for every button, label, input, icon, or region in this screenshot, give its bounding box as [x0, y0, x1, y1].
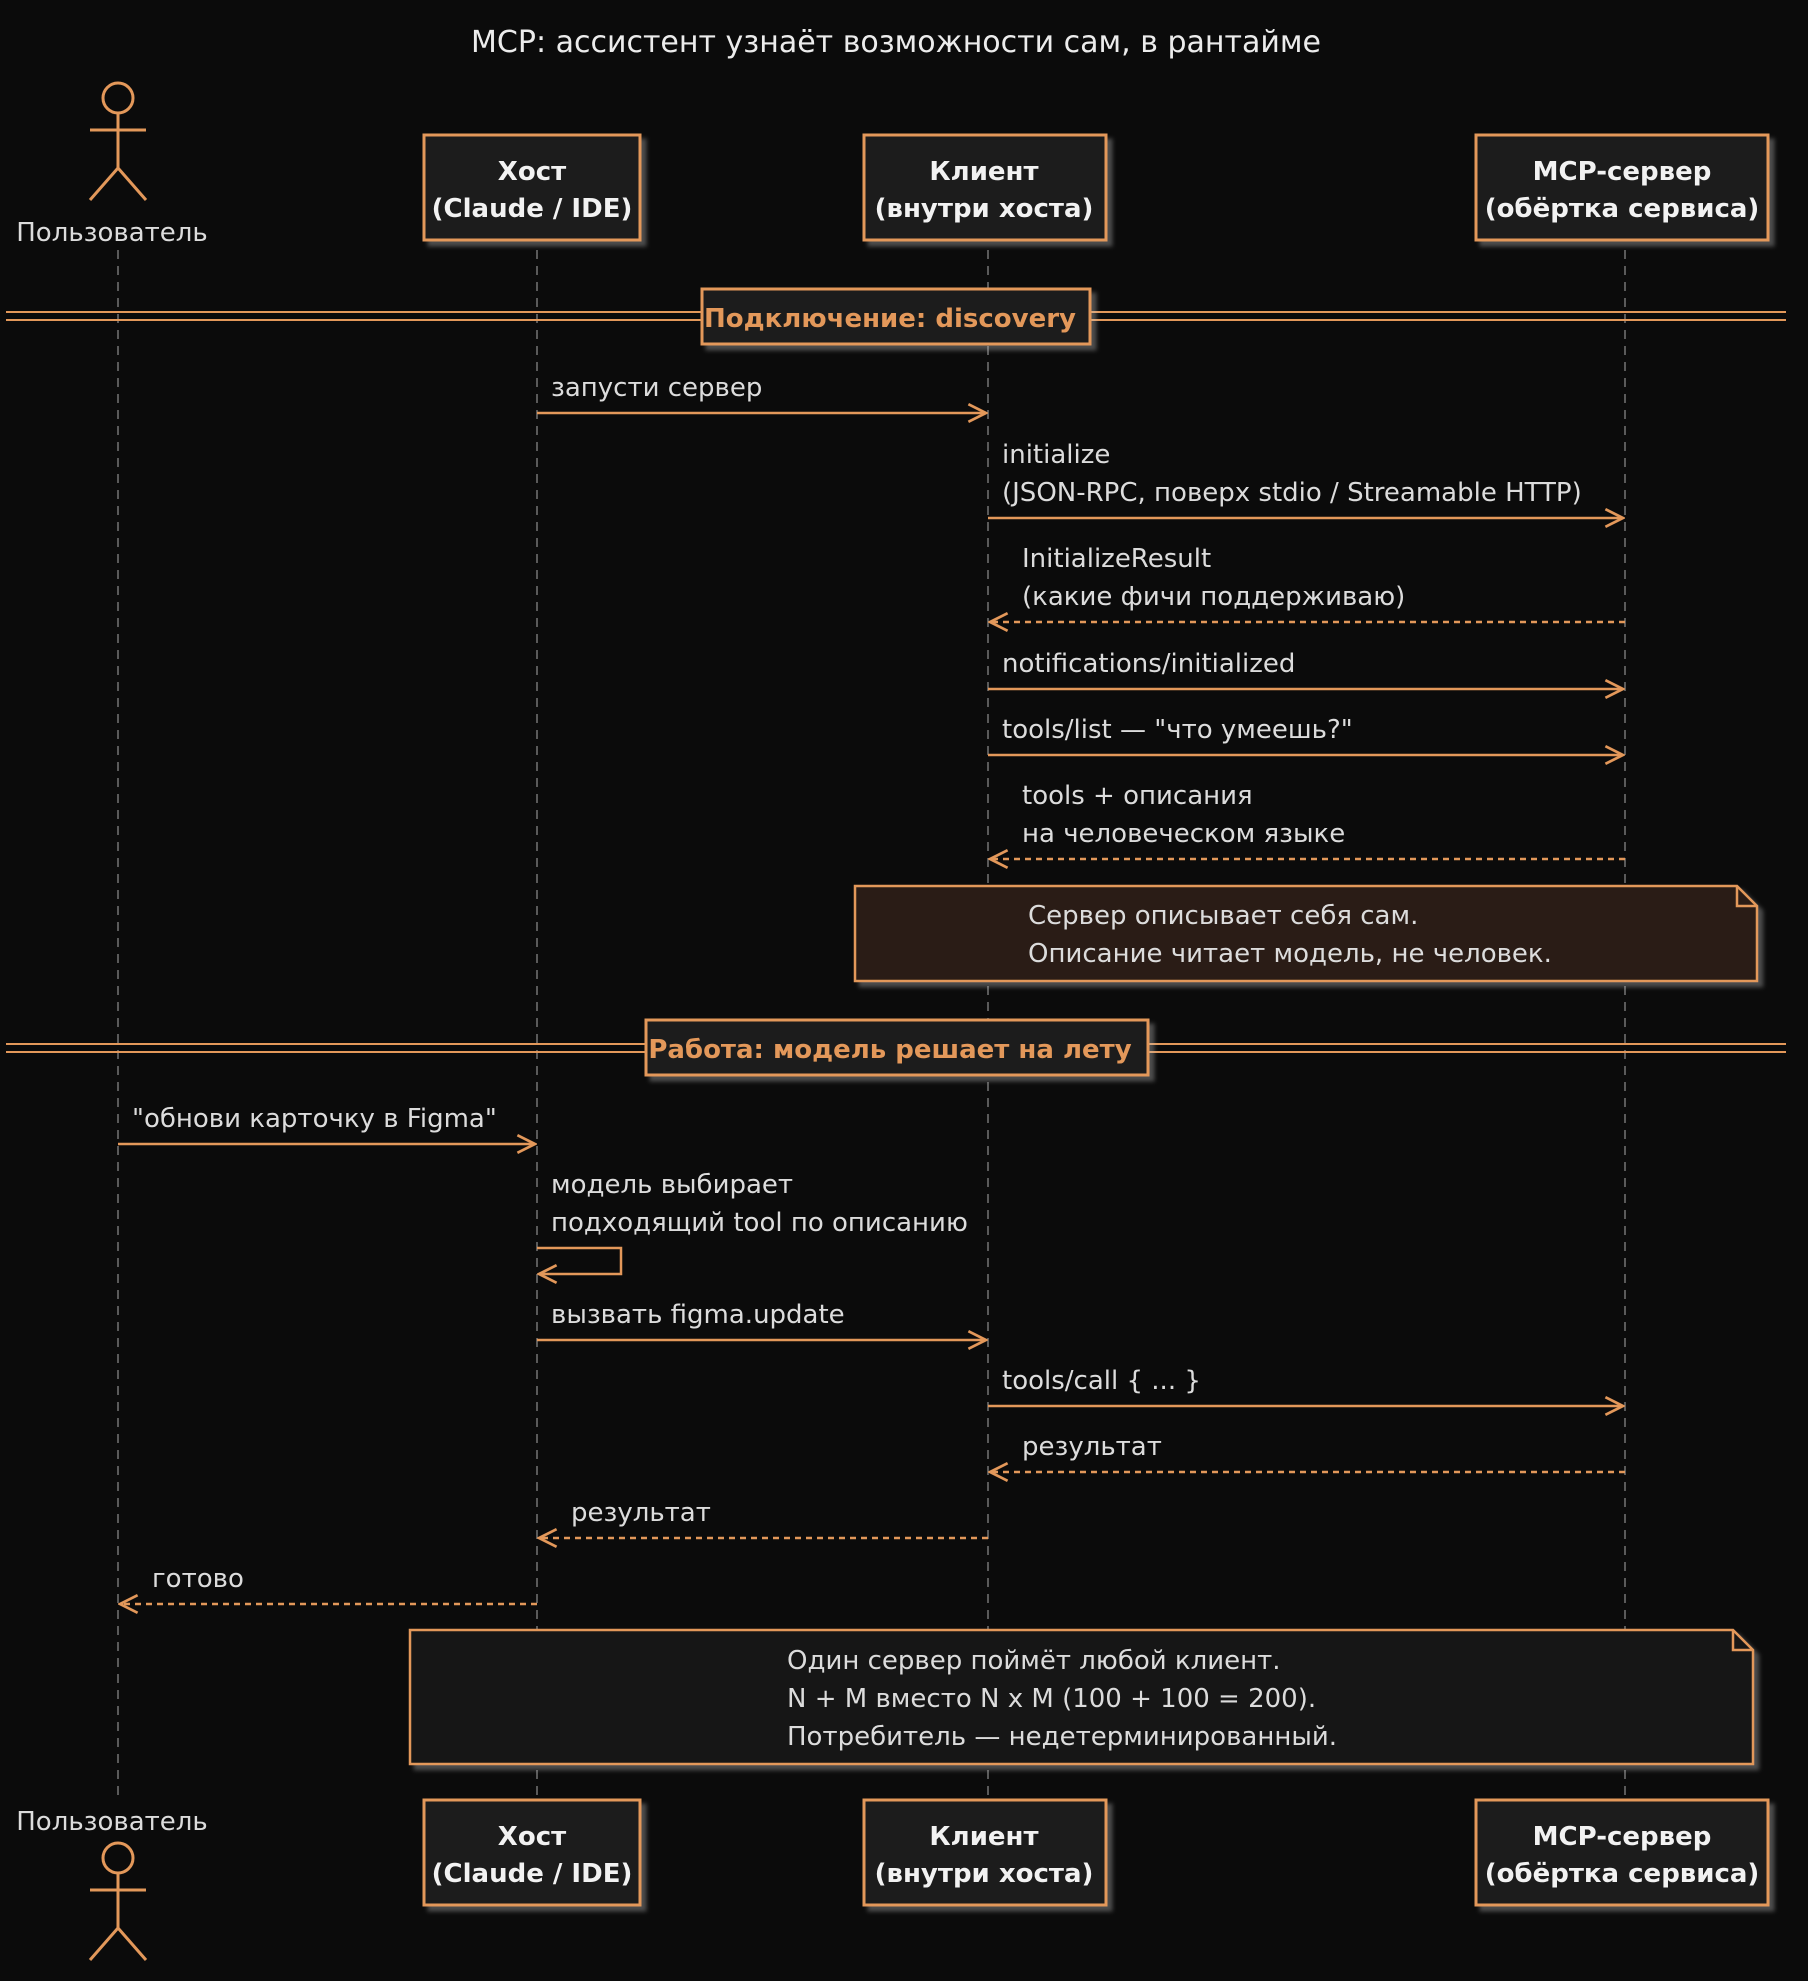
message-label-line: результат	[571, 1498, 711, 1528]
message-5: tools/list — "что умеешь?"	[988, 715, 1623, 755]
note-work: Один сервер поймёт любой клиент. N + M в…	[408, 1628, 1755, 1766]
participant-client-top: Клиент (внутри хоста)	[862, 133, 1108, 242]
message-9: вызвать figma.update	[537, 1300, 986, 1340]
message-4: notifications/initialized	[988, 649, 1623, 689]
stick-figure-icon	[88, 81, 148, 201]
message-label-line: initialize	[1002, 440, 1110, 470]
message-13: готово	[120, 1564, 537, 1604]
message-10: tools/call { ... }	[988, 1366, 1623, 1406]
participant-server-bottom: MCP-сервер (обёртка сервиса)	[1474, 1798, 1770, 1907]
message-11: результат	[990, 1432, 1625, 1472]
participant-host-bottom: Хост (Claude / IDE)	[422, 1798, 642, 1907]
participant-client-subtitle: (внутри хоста)	[875, 194, 1094, 224]
actor-user-bottom: Пользователь	[16, 1807, 208, 1961]
message-label-line: вызвать figma.update	[551, 1300, 845, 1330]
participants-top: Пользователь Хост (Claude / IDE) Клиент …	[16, 81, 1770, 248]
participant-server-subtitle: (обёртка сервиса)	[1485, 194, 1760, 224]
message-6: tools + описания на человеческом языке	[990, 781, 1625, 859]
participant-host-subtitle-bottom: (Claude / IDE)	[432, 1859, 633, 1889]
participant-server-top: MCP-сервер (обёртка сервиса)	[1474, 133, 1770, 242]
note-work-line-1: Один сервер поймёт любой клиент.	[787, 1646, 1281, 1676]
note-discovery-line-1: Сервер описывает себя сам.	[1028, 901, 1418, 931]
message-label-line: (какие фичи поддерживаю)	[1022, 582, 1405, 612]
participant-host-subtitle: (Claude / IDE)	[432, 194, 633, 224]
message-12: результат	[539, 1498, 988, 1538]
note-discovery-line-2: Описание читает модель, не человек.	[1028, 939, 1552, 969]
message-label-line: tools + описания	[1022, 781, 1253, 811]
message-8: модель выбирает подходящий tool по описан…	[537, 1170, 968, 1274]
participants-bottom: Пользователь Хост (Claude / IDE) Клиент …	[16, 1798, 1770, 1961]
message-1: запусти сервер	[537, 373, 986, 413]
participant-client-bottom: Клиент (внутри хоста)	[862, 1798, 1108, 1907]
message-3: InitializeResult (какие фичи поддерживаю)	[990, 544, 1625, 622]
section-label-discovery: Подключение: discovery	[704, 304, 1076, 334]
participant-host-top: Хост (Claude / IDE)	[422, 133, 642, 242]
participant-host-name: Хост	[498, 157, 566, 187]
messages: запусти сервер initialize (JSON-RPC, повер…	[118, 373, 1625, 1604]
participant-label-user-bottom: Пользователь	[16, 1807, 207, 1837]
participant-server-name: MCP-сервер	[1533, 157, 1712, 187]
message-label-line: "обнови карточку в Figma"	[132, 1104, 497, 1134]
message-7: "обнови карточку в Figma"	[118, 1104, 535, 1144]
note-work-line-3: Потребитель — недетерминированный.	[787, 1722, 1337, 1752]
diagram-title: MCP: ассистент узнаёт возможности сам, в…	[471, 25, 1321, 60]
note-work-line-2: N + M вместо N x M (100 + 100 = 200).	[787, 1684, 1316, 1714]
message-label-line: результат	[1022, 1432, 1162, 1462]
message-label-line: tools/list — "что умеешь?"	[1002, 715, 1353, 745]
message-label-line: tools/call { ... }	[1002, 1366, 1201, 1396]
participant-client-name-bottom: Клиент	[929, 1822, 1038, 1852]
message-label-line: запусти сервер	[551, 373, 762, 403]
message-2: initialize (JSON-RPC, поверх stdio / Stre…	[988, 440, 1623, 518]
message-label-line: (JSON-RPC, поверх stdio / Streamable HTT…	[1002, 478, 1582, 508]
message-label-line: готово	[152, 1564, 244, 1594]
participant-host-name-bottom: Хост	[498, 1822, 566, 1852]
stick-figure-icon	[88, 1841, 148, 1961]
message-label-line: на человеческом языке	[1022, 819, 1345, 849]
section-divider-work: Работа: модель решает на лету	[6, 1018, 1786, 1077]
participant-server-subtitle-bottom: (обёртка сервиса)	[1485, 1859, 1760, 1889]
message-label-line: модель выбирает	[551, 1170, 793, 1200]
participant-server-name-bottom: MCP-сервер	[1533, 1822, 1712, 1852]
participant-client-name: Клиент	[929, 157, 1038, 187]
participant-label-user: Пользователь	[16, 218, 207, 248]
message-label-line: notifications/initialized	[1002, 649, 1295, 679]
message-label-line: InitializeResult	[1022, 544, 1211, 574]
actor-user-top: Пользователь	[16, 81, 208, 248]
participant-client-subtitle-bottom: (внутри хоста)	[875, 1859, 1094, 1889]
self-message-arrow	[537, 1246, 623, 1274]
section-divider-discovery: Подключение: discovery	[6, 287, 1786, 346]
section-label-work: Работа: модель решает на лету	[648, 1035, 1131, 1065]
note-discovery: Сервер описывает себя сам. Описание чита…	[853, 884, 1759, 983]
message-label-line: подходящий tool по описанию	[551, 1208, 968, 1238]
